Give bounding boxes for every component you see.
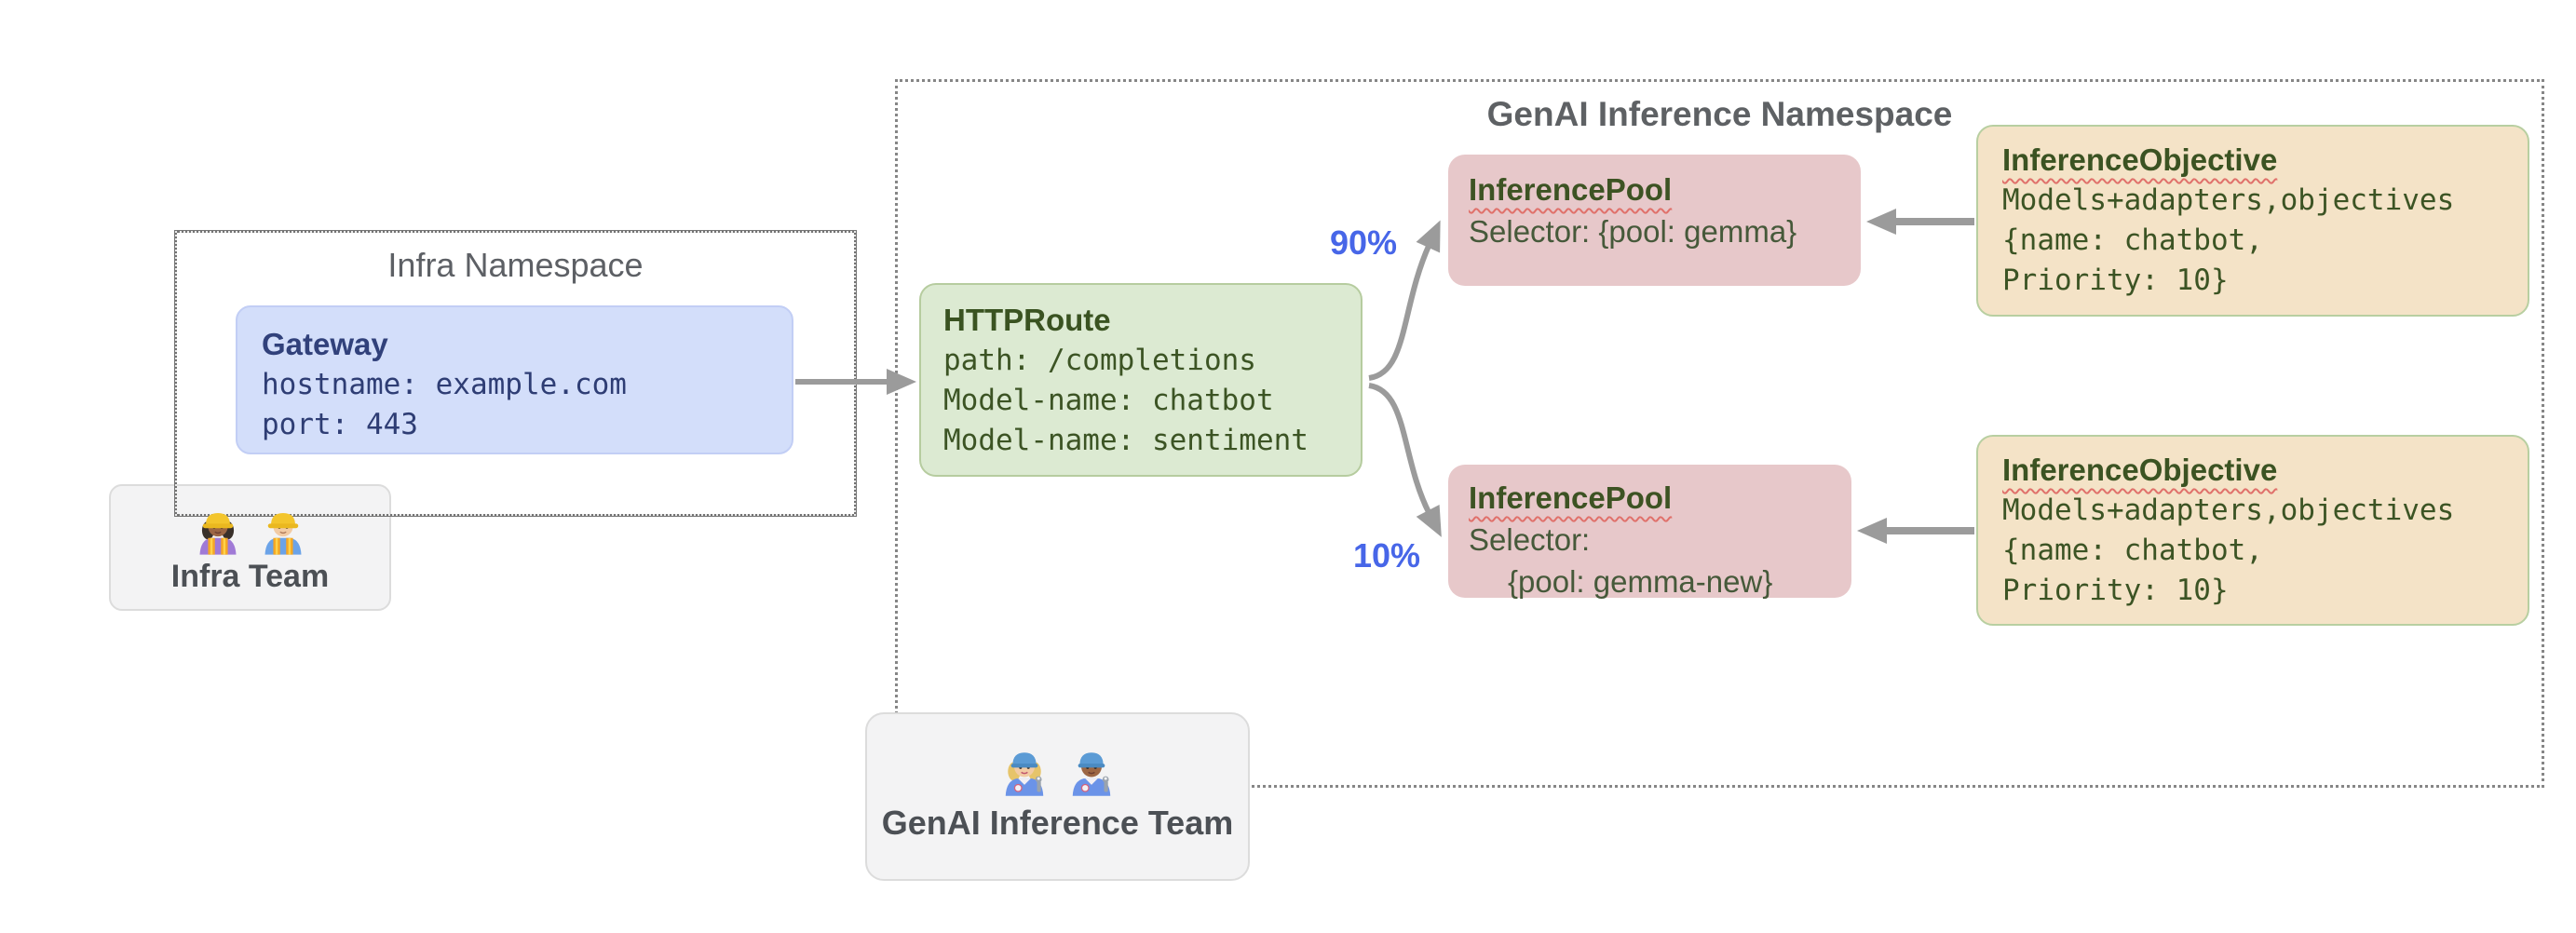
httproute-model-1: Model-name: chatbot <box>943 384 1274 417</box>
infra-namespace-title: Infra Namespace <box>387 246 644 284</box>
genai-team-emojis <box>999 742 1117 796</box>
man-construction-worker-emoji <box>264 512 301 555</box>
inference-objective-top-line-3: Priority: 10} <box>2002 264 2229 297</box>
gateway-port: port: 443 <box>262 408 418 441</box>
httproute-to-pool-top-arrow <box>1368 220 1441 381</box>
httproute-to-pool-bottom-arrow <box>1368 383 1442 537</box>
gateway-hostname: hostname: example.com <box>262 368 627 401</box>
infra-team-emojis <box>194 503 307 555</box>
inference-objective-bottom-line-3: Priority: 10} <box>2002 574 2229 607</box>
gateway-title: Gateway <box>262 327 388 361</box>
genai-inference-team-box: GenAI Inference Team <box>865 712 1250 881</box>
inference-pool-top-card: InferencePool Selector: {pool: gemma} <box>1448 155 1861 286</box>
inference-pool-bottom-selector-value: {pool: gemma-new} <box>1508 564 1773 599</box>
weight-90-label: 90% <box>1329 223 1397 262</box>
infra-team-label: Infra Team <box>170 559 330 594</box>
inference-objective-bottom-line-1: Models+adapters,objectives <box>2002 494 2455 527</box>
inference-pool-bottom-card: InferencePool Selector: {pool: gemma-new… <box>1448 465 1851 599</box>
inference-objective-top-card: InferenceObjective Models+adapters,objec… <box>1976 125 2529 317</box>
inference-objective-bottom-card: InferenceObjective Models+adapters,objec… <box>1976 435 2529 626</box>
inference-objective-top-title: InferenceObjective <box>2002 142 2278 177</box>
man-mechanic-emoji <box>1072 752 1110 796</box>
httproute-card: HTTPRoute path: /completions Model-name:… <box>919 283 1363 477</box>
infra-namespace-box: Infra Namespace <box>174 230 857 517</box>
inference-objective-top-line-2: {name: chatbot, <box>2002 223 2263 257</box>
woman-mechanic-emoji <box>1005 752 1043 796</box>
genai-inference-namespace-box: GenAI Inference Namespace <box>895 79 2544 788</box>
genai-team-label: GenAI Inference Team <box>881 804 1234 842</box>
inference-pool-bottom-selector: Selector: <box>1469 522 1591 557</box>
httproute-model-2: Model-name: sentiment <box>943 424 1308 457</box>
httproute-title: HTTPRoute <box>943 303 1111 337</box>
inference-pool-top-selector: Selector: {pool: gemma} <box>1469 214 1797 249</box>
httproute-path: path: /completions <box>943 344 1256 377</box>
inference-objective-bottom-title: InferenceObjective <box>2002 453 2278 487</box>
woman-construction-worker-emoji <box>199 512 236 555</box>
inference-pool-bottom-title: InferencePool <box>1469 480 1673 515</box>
inference-pool-top-title: InferencePool <box>1469 172 1673 207</box>
inference-objective-top-line-1: Models+adapters,objectives <box>2002 183 2455 217</box>
gateway-card: Gateway hostname: example.com port: 443 <box>236 305 793 454</box>
weight-10-label: 10% <box>1352 536 1420 575</box>
infra-team-box: Infra Team <box>109 484 391 611</box>
inference-objective-bottom-line-2: {name: chatbot, <box>2002 534 2263 567</box>
genai-inference-namespace-title: GenAI Inference Namespace <box>1486 95 1953 133</box>
